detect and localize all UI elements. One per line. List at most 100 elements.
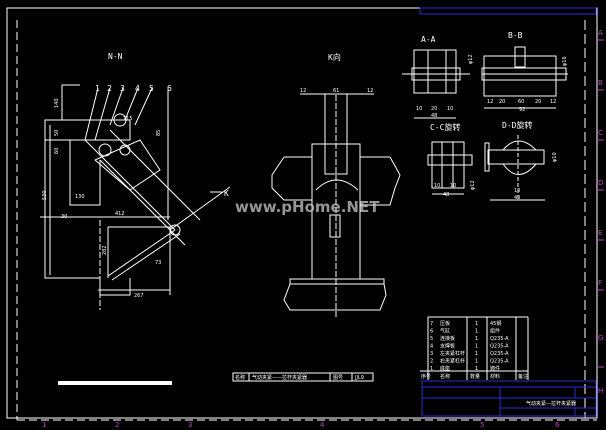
parts-cell-no: 5	[430, 336, 433, 342]
parts-cell-name: 连接板	[440, 335, 455, 342]
parts-cell-no: 3	[430, 351, 433, 357]
zone-label: 1	[42, 421, 46, 429]
section-c-c: C-C旋转 φ12 10 10 48	[427, 122, 476, 198]
dimension: 40	[514, 195, 520, 201]
view-title: A-A	[421, 35, 436, 44]
zone-label: C	[598, 129, 603, 137]
dimension: 12	[487, 99, 493, 105]
dimension: 12	[550, 99, 556, 105]
parts-header: 名称	[440, 373, 450, 380]
dimension: φ12	[468, 54, 474, 64]
parts-cell-name: 支撑板	[440, 343, 455, 350]
name-label: 名称	[235, 374, 245, 381]
dimension: 61	[333, 88, 339, 94]
parts-cell-material: 组件	[490, 328, 500, 335]
parts-header: 材料	[490, 373, 500, 380]
scale-bar	[58, 381, 172, 385]
parts-cell-material: 铸件	[490, 365, 500, 372]
parts-cell-material: Q235-A	[490, 359, 509, 365]
dimension: 282	[102, 245, 108, 255]
parts-cell-qty: 1	[475, 329, 478, 335]
parts-cell-qty: 1	[475, 359, 478, 365]
zone-label: 4	[320, 421, 325, 429]
dimension: 50	[54, 130, 60, 136]
name-bar: 名称 气动夹紧——拉杆夹紧器 图号 JJL9	[232, 372, 374, 382]
zone-label: 2	[115, 421, 119, 429]
dimension: 267	[134, 293, 144, 299]
parts-cell-material: Q235-A	[490, 351, 509, 357]
dimension: 10	[416, 106, 422, 112]
sheet-frame	[6, 7, 604, 421]
dimension: 115	[123, 116, 133, 122]
part-number: 4	[135, 84, 140, 93]
dimension: 85	[156, 130, 162, 136]
parts-cell-qty: 1	[475, 321, 478, 327]
code-value: JJL9	[354, 375, 364, 381]
zone-label: G	[598, 334, 603, 342]
dimension: 60	[518, 99, 524, 105]
parts-cell-name: 底座	[440, 365, 450, 372]
zone-label: F	[598, 279, 602, 287]
parts-cell-no: 2	[430, 359, 433, 365]
parts-cell-no: 4	[430, 344, 433, 350]
parts-cell-name: 左夹紧杠杆	[440, 350, 465, 357]
view-title: D-D旋转	[502, 120, 532, 130]
zone-label: B	[598, 79, 603, 87]
dimension: 10	[514, 188, 520, 194]
parts-cell-material: 45钢	[490, 320, 501, 327]
zone-labels-bottom: 1 2 3 4 5 6	[42, 421, 560, 429]
zone-label: 3	[188, 421, 192, 429]
zone-label: E	[598, 229, 602, 237]
dimension: 10	[450, 183, 456, 189]
dimension: 530	[42, 190, 48, 200]
parts-cell-no: 7	[430, 321, 433, 327]
dimension: 73	[155, 260, 161, 266]
dimension: φ10	[552, 152, 558, 162]
zone-labels-right: A B C D E F G H	[598, 29, 603, 395]
dimension: 10	[434, 183, 440, 189]
watermark: www.pHome.NET	[235, 198, 380, 216]
dimension: 12	[300, 88, 306, 94]
view-k: K向 12 61 12 www.pHome.NET	[235, 52, 401, 318]
parts-header: 序号	[421, 373, 431, 380]
zone-label: 5	[480, 421, 484, 429]
parts-cell-qty: 1	[475, 366, 478, 372]
drawing-title: 气动夹紧—拉杆夹紧器	[526, 400, 576, 407]
part-number: 3	[120, 84, 125, 93]
dimension: 12	[367, 88, 373, 94]
part-number: 2	[107, 84, 112, 93]
section-a-a: A-A φ12 10 20 10 48	[402, 35, 474, 119]
name-value: 气动夹紧——拉杆夹紧器	[252, 374, 307, 381]
parts-header: 备注	[518, 373, 528, 380]
parts-cell-material: Q235-A	[490, 336, 509, 342]
dimension: 20	[499, 99, 505, 105]
parts-cell-no: 1	[430, 366, 433, 372]
section-d-d: D-D旋转 φ10 10 40	[484, 120, 558, 201]
parts-header: 数量	[470, 373, 480, 380]
parts-cell-name: 右夹紧杠杆	[440, 358, 465, 365]
title-block: 气动夹紧—拉杆夹紧器	[421, 380, 597, 417]
k-arrow-label: K	[224, 189, 229, 198]
view-title: N-N	[108, 52, 123, 61]
dimension: 130	[75, 194, 85, 200]
dimension: 60	[54, 148, 60, 154]
part-number: 1	[95, 84, 100, 93]
dimension: 412	[115, 211, 125, 217]
parts-cell-material: Q235-A	[490, 344, 509, 350]
zone-label: A	[598, 29, 603, 37]
dimension: 140	[54, 98, 60, 108]
section-b-b: B-B φ16 12 20 60 20 12 92	[481, 31, 568, 113]
part-number: 6	[167, 84, 172, 93]
parts-cell-name: 气缸	[440, 328, 450, 335]
dimension: 10	[447, 106, 453, 112]
view-title: K向	[328, 52, 341, 62]
zone-label: H	[598, 387, 603, 395]
dimension: 48	[431, 113, 437, 119]
zone-label: D	[598, 179, 603, 187]
dimension: 48	[443, 192, 449, 198]
parts-cell-qty: 1	[475, 344, 478, 350]
dimension: 92	[519, 107, 525, 113]
